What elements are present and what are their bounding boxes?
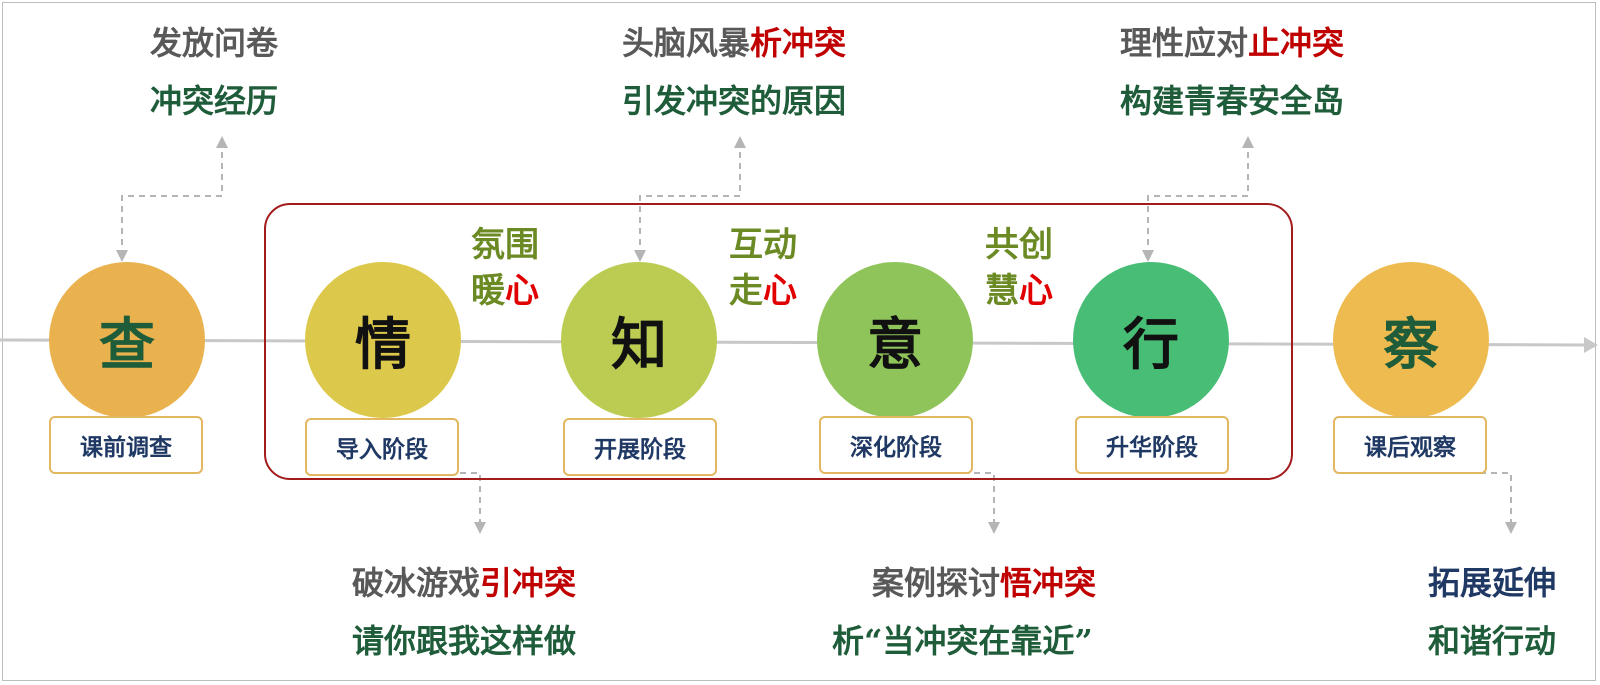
stage-tag-yi: 深化阶段 xyxy=(819,416,973,474)
top-note-3: 理性应对止冲突 构建青春安全岛 xyxy=(1120,14,1344,130)
stage-circle-yi: 意 xyxy=(817,262,973,418)
between-label-3-line2: 慧心 xyxy=(985,271,1053,311)
connector-cha xyxy=(121,145,223,256)
stage-circle-cha: 查 xyxy=(49,262,205,418)
arrow-xing-down xyxy=(1142,250,1154,262)
between-label-1-line2: 暖心 xyxy=(471,271,539,311)
between-label-3: 共创 慧心 xyxy=(985,222,1053,314)
bottom-note-2-line2: 析“当冲突在靠近” xyxy=(832,622,1093,660)
top-note-1: 发放问卷 冲突经历 xyxy=(150,14,278,130)
arrow-chaa-down xyxy=(1505,522,1517,534)
bottom-note-2: 案例探讨悟冲突 析“当冲突在靠近” xyxy=(832,554,1096,670)
stage-char-xing: 行 xyxy=(1123,311,1179,378)
top-note-3-line1: 理性应对止冲突 xyxy=(1120,24,1345,62)
stage-tag-xing: 升华阶段 xyxy=(1075,416,1229,474)
stage-tag-qing: 导入阶段 xyxy=(305,418,459,476)
bottom-note-3: 拓展延伸 和谐行动 xyxy=(1428,554,1556,670)
stage-circle-chaa: 察 xyxy=(1333,262,1489,418)
stage-circle-xing: 行 xyxy=(1073,262,1229,418)
between-label-1: 氛围 暖心 xyxy=(471,222,539,314)
connector-xing xyxy=(1147,145,1249,256)
stage-circle-qing: 情 xyxy=(305,262,461,418)
stage-char-cha: 查 xyxy=(99,311,155,378)
stage-tag-zhi: 开展阶段 xyxy=(563,418,717,476)
connector-zhi xyxy=(639,145,741,256)
stage-tag-chaa: 课后观察 xyxy=(1333,416,1487,474)
arrow-cha-up xyxy=(216,136,228,148)
timeline-arrowhead xyxy=(1584,337,1598,353)
between-label-2-line2: 走心 xyxy=(729,271,797,311)
top-note-1-line1: 发放问卷 xyxy=(150,24,279,62)
arrow-qing-down xyxy=(474,522,486,534)
arrow-zhi-down xyxy=(634,250,646,262)
top-note-2-line1: 头脑风暴析冲突 xyxy=(622,24,847,62)
stage-tag-cha: 课前调查 xyxy=(49,416,203,474)
between-label-2-line1: 互动 xyxy=(729,225,797,265)
top-note-1-line2: 冲突经历 xyxy=(150,82,279,120)
stage-char-chaa: 察 xyxy=(1383,311,1439,378)
bottom-note-1: 破冰游戏引冲突 请你跟我这样做 xyxy=(352,554,576,670)
bottom-note-3-line2: 和谐行动 xyxy=(1428,622,1557,660)
arrow-yi-down xyxy=(988,522,1000,534)
bottom-note-1-line2: 请你跟我这样做 xyxy=(352,622,577,660)
bottom-note-1-line1: 破冰游戏引冲突 xyxy=(352,564,577,602)
between-label-1-line1: 氛围 xyxy=(471,225,539,265)
stage-circle-zhi: 知 xyxy=(561,262,717,418)
between-label-3-line1: 共创 xyxy=(985,225,1053,265)
top-note-2-line2: 引发冲突的原因 xyxy=(622,82,847,120)
stage-char-qing: 情 xyxy=(355,311,411,378)
arrow-cha-down xyxy=(116,250,128,262)
top-note-2: 头脑风暴析冲突 引发冲突的原因 xyxy=(622,14,846,130)
between-label-2: 互动 走心 xyxy=(729,222,797,314)
bottom-note-2-line1: 案例探讨悟冲突 xyxy=(872,564,1097,602)
bottom-note-3-line1: 拓展延伸 xyxy=(1428,564,1557,602)
arrow-zhi-up xyxy=(734,136,746,148)
top-note-3-line2: 构建青春安全岛 xyxy=(1120,82,1345,120)
stage-char-yi: 意 xyxy=(867,311,923,378)
arrow-xing-up xyxy=(1242,136,1254,148)
core-stages-frame xyxy=(264,203,1293,480)
stage-char-zhi: 知 xyxy=(611,311,667,378)
